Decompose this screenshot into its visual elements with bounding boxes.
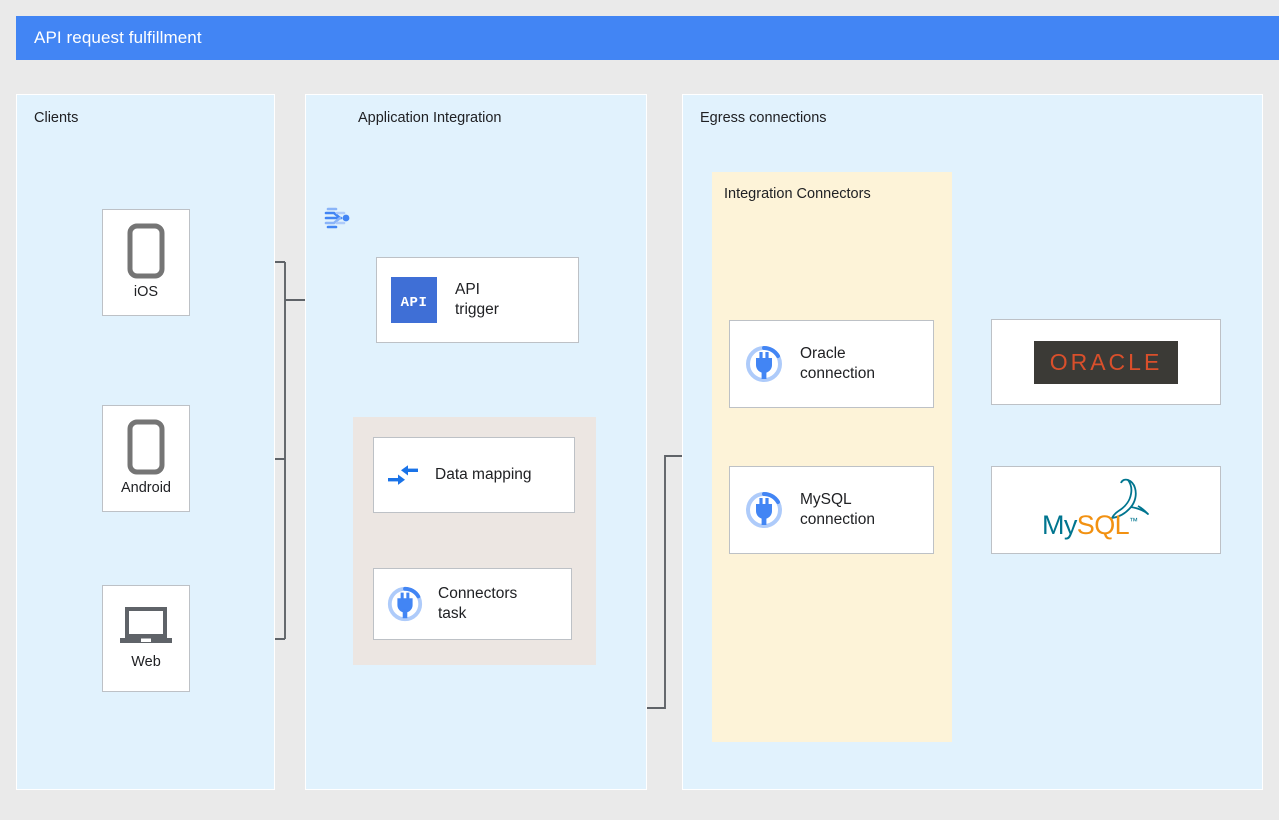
mysql-logo: MySQL™ (1042, 478, 1170, 541)
data-mapping-arrows-icon (386, 458, 420, 492)
node-api-trigger-label: API trigger (455, 281, 499, 318)
node-oracle-backend[interactable]: ORACLE (991, 319, 1221, 405)
panel-clients-label: Clients (34, 110, 79, 126)
connector-plug-icon (744, 344, 784, 384)
node-api-trigger[interactable]: API API trigger (376, 257, 579, 343)
mysql-wordmark-sql: SQL (1076, 510, 1130, 540)
application-integration-icon (324, 207, 350, 229)
svg-text:API: API (401, 295, 428, 311)
node-data-mapping-label: Data mapping (435, 466, 532, 484)
node-client-ios[interactable]: iOS (102, 209, 190, 316)
api-badge-icon: API (391, 277, 437, 323)
laptop-icon (119, 605, 173, 649)
panel-egress-label: Egress connections (700, 110, 827, 126)
panel-integration-connectors-label: Integration Connectors (724, 186, 871, 202)
oracle-logo: ORACLE (1033, 340, 1179, 384)
node-client-ios-label: iOS (133, 284, 159, 301)
node-client-android[interactable]: Android (102, 405, 190, 512)
mobile-phone-icon (126, 223, 166, 279)
mysql-dolphin-icon (1111, 478, 1149, 519)
node-mysql-connection[interactable]: MySQL connection (729, 466, 934, 554)
node-mysql-connection-label: MySQL connection (800, 491, 875, 528)
node-client-web-label: Web (131, 654, 161, 671)
diagram-title-bar: API request fulfillment (16, 16, 1279, 60)
node-connectors-task[interactable]: Connectors task (373, 568, 572, 640)
node-mysql-backend[interactable]: MySQL™ (991, 466, 1221, 554)
node-client-android-label: Android (121, 480, 171, 497)
node-client-web[interactable]: Web (102, 585, 190, 692)
connector-plug-icon (386, 585, 424, 623)
panel-integration-connectors: Integration Connectors (712, 172, 952, 742)
node-data-mapping[interactable]: Data mapping (373, 437, 575, 513)
node-connectors-task-label: Connectors task (438, 585, 518, 622)
mysql-wordmark-my: My (1042, 510, 1077, 540)
mobile-phone-icon (126, 419, 166, 475)
page-title: API request fulfillment (34, 28, 202, 47)
node-oracle-connection[interactable]: Oracle connection (729, 320, 934, 408)
node-oracle-connection-label: Oracle connection (800, 345, 875, 382)
connector-plug-icon (744, 490, 784, 530)
oracle-wordmark: ORACLE (1049, 348, 1163, 375)
panel-application-integration-label: Application Integration (358, 110, 502, 126)
mysql-trademark: ™ (1129, 516, 1138, 526)
mysql-wordmark: MySQL™ (1042, 510, 1138, 541)
